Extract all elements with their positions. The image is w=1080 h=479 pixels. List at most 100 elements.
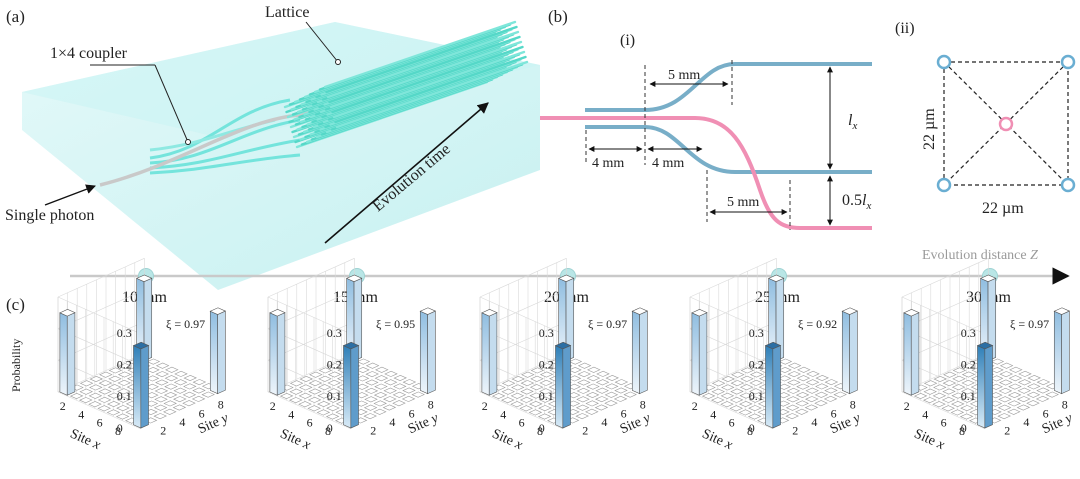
site-corner-bl: [936, 177, 952, 193]
z-tick-label: 0.2: [117, 358, 132, 372]
floor-tile: [804, 404, 819, 411]
floor-tile: [118, 363, 132, 370]
floor-tile: [730, 380, 745, 387]
floor-tile: [1007, 408, 1021, 415]
floor-tile: [289, 380, 304, 387]
floor-tile: [1036, 387, 1050, 394]
x-axis-label: Site x: [68, 427, 104, 454]
fidelity-label: ξ = 0.97: [1010, 317, 1049, 331]
floor-tile: [529, 392, 543, 399]
floor-tile: [1027, 383, 1041, 390]
floor-tile: [998, 396, 1012, 403]
floor-tile: [88, 401, 102, 408]
y-tick-label: 6: [409, 406, 415, 420]
floor-tile: [539, 388, 553, 395]
probability-bar: [557, 274, 575, 362]
floor-tile: [519, 405, 533, 412]
floor-tile: [961, 371, 976, 378]
floor-tile: [595, 387, 609, 394]
coupler-leader: [154, 64, 189, 143]
floor-tile: [356, 366, 370, 374]
x-tick-label: 8: [115, 424, 121, 438]
probability-bar: [135, 274, 153, 362]
wall-gridline: [689, 258, 777, 298]
floor-tile: [520, 380, 535, 387]
floor-tile: [355, 383, 369, 390]
floor-tile: [999, 362, 1014, 369]
floor-tile: [519, 396, 534, 403]
fidelity-label: ξ = 0.97: [588, 317, 627, 331]
floor-tile: [585, 408, 599, 415]
floor-tile: [614, 387, 628, 394]
floor-tile: [540, 363, 554, 370]
floor-tile: [806, 370, 820, 377]
floor-tile: [317, 400, 331, 408]
floor-tile: [355, 375, 370, 382]
y-tick-label: 4: [811, 415, 817, 429]
coupler-waveguides: [149, 98, 301, 175]
floor-tile: [913, 392, 928, 400]
floor-tile: [990, 366, 1004, 374]
floor-tile: [279, 392, 294, 400]
floor-tile: [623, 391, 637, 398]
fidelity-label: ξ = 0.92: [798, 317, 837, 331]
floor-tile: [183, 383, 197, 390]
floor-tile: [1017, 379, 1032, 386]
probability-bar: [419, 307, 437, 395]
floor-tile: [952, 367, 967, 374]
floor-tile: [575, 404, 590, 411]
panel-label-b-i: (i): [620, 32, 635, 49]
floor-tile: [298, 401, 312, 408]
floor-tile: [997, 413, 1011, 420]
z-axis-label: Probability: [9, 339, 23, 392]
floor-tile: [739, 400, 753, 408]
site-corner-tr: [1060, 54, 1076, 70]
floor-tile: [797, 366, 811, 373]
fidelity-label: ξ = 0.97: [166, 317, 205, 331]
probability-bar: [631, 307, 649, 395]
y-tick-label: 8: [428, 398, 434, 412]
floor-tile: [749, 379, 763, 386]
z-tick-label: 0: [327, 421, 333, 435]
floor-tile: [363, 404, 378, 411]
lattice-waveguide: [332, 50, 526, 119]
y-tick-label: 8: [1062, 398, 1068, 412]
floor-tile: [738, 409, 753, 416]
floor-tile: [318, 375, 332, 382]
floor-tile: [577, 371, 591, 378]
floor-tile: [997, 404, 1012, 411]
floor-tile: [165, 366, 179, 373]
floor-tile: [786, 387, 801, 394]
floor-tile: [596, 370, 610, 377]
floor-tile: [107, 392, 121, 399]
floor-tile: [155, 362, 170, 369]
floor-tile: [720, 392, 735, 399]
floor-tile: [316, 409, 331, 416]
floor-tile: [511, 384, 525, 391]
wall-gridline: [901, 258, 989, 298]
floor-tile: [327, 379, 341, 386]
probability-bar: [554, 341, 572, 429]
floor-tile: [614, 379, 629, 386]
floor-tile: [1017, 387, 1031, 394]
floor-tile: [567, 375, 582, 382]
floor-tile: [748, 405, 762, 412]
x-axis-label: Site x: [278, 427, 314, 454]
floor-tile: [317, 384, 332, 391]
floor-tile: [307, 405, 321, 412]
floor-tile: [795, 400, 809, 407]
x-axis-label: Site x: [490, 427, 526, 454]
floor-tile: [1026, 391, 1041, 398]
floor-tile: [585, 400, 599, 407]
floor-tile: [307, 396, 322, 403]
floor-tile: [145, 375, 160, 382]
floor-tile: [383, 379, 398, 386]
floor-tile: [155, 371, 169, 378]
y-tick-label: 6: [831, 406, 837, 420]
wall-gridline: [57, 391, 141, 430]
floor-tile: [960, 405, 974, 412]
z-tick-label: 0: [117, 421, 123, 435]
z-tick-label: 0.3: [749, 326, 764, 340]
